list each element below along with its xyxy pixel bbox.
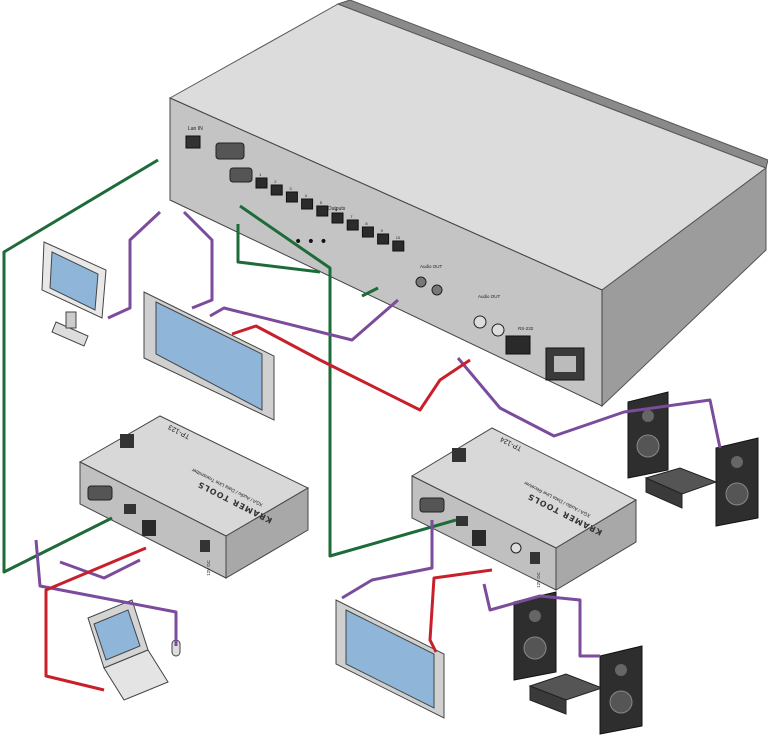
audio-out-label-1: Audio OUT	[420, 264, 443, 269]
lan-output-number: 6	[335, 207, 338, 212]
transmitter-logo	[120, 434, 134, 448]
lan-output-number: 1	[259, 172, 262, 177]
lan-output-port-7[interactable]	[346, 219, 359, 231]
lan-output-number: 8	[365, 221, 368, 226]
green-lan-cable-receiver	[239, 204, 457, 558]
lan-in-port[interactable]	[185, 135, 201, 149]
audio-out-jack-1[interactable]	[415, 276, 427, 288]
laptop-icon	[87, 599, 169, 701]
transmitter-vga-port[interactable]	[87, 485, 113, 501]
lan-in-label: Lan IN	[188, 126, 203, 132]
lan-output-port-5[interactable]	[316, 205, 329, 217]
lan-output-port-2[interactable]	[270, 184, 283, 196]
red-transmitter-laptop	[44, 546, 147, 692]
rs232-terminal[interactable]	[505, 335, 531, 355]
green-arrow-out-1	[236, 224, 321, 274]
lan-outputs: Lan Outputs 1 2 3 4 5 6 7 8 9 10	[255, 172, 405, 252]
main-distribution-unit: Lan IN Lan Outputs 1 2 3 4 5 6 7 8 9 10 Audio OUT…	[168, 0, 768, 408]
power-inlet-socket	[554, 356, 576, 372]
lan-output-number: 9	[381, 228, 384, 233]
green-lan-cable-transmitter	[2, 158, 159, 574]
receiver-lan-port[interactable]	[456, 516, 468, 526]
rs232-label: RS-232	[518, 326, 534, 331]
lan-output-number: 5	[320, 200, 323, 205]
speaker-icon	[627, 391, 669, 479]
purple-vga-cable-panel	[182, 210, 214, 310]
rca-jack-left[interactable]	[473, 315, 487, 329]
transmitter-lan-port[interactable]	[124, 504, 136, 514]
cables	[2, 158, 722, 692]
receiver-unit: TP-124 KRAMER TOOLS XGA / Audio / Data L…	[410, 427, 638, 591]
transmitter-power-jack[interactable]	[200, 540, 210, 552]
lan-output-number: 10	[396, 235, 401, 240]
vga-port-bottom[interactable]	[229, 167, 253, 183]
lan-output-number: 7	[350, 214, 353, 219]
lan-output-number: 3	[289, 186, 292, 191]
purple-transmitter-laptop	[34, 539, 178, 646]
crt-monitor-icon	[41, 241, 107, 347]
transmitter-unit: TP-123 KRAMER TOOLS XGA / Audio / Data L…	[78, 415, 310, 579]
audio-out-jack-2[interactable]	[431, 284, 443, 296]
rca-jack-right[interactable]	[491, 323, 505, 337]
lan-output-port-1[interactable]	[255, 177, 268, 189]
lan-output-port-3[interactable]	[285, 191, 298, 203]
purple-receiver-speakers	[482, 583, 600, 658]
purple-receiver-panel	[341, 520, 434, 600]
transmitter-power: 12V DC	[206, 559, 211, 576]
receiver-power: 12V DC	[536, 571, 541, 588]
main-unit-rack-ear	[336, 0, 768, 169]
receiver-logo	[452, 448, 466, 462]
receiver-power-jack[interactable]	[530, 552, 540, 564]
lan-output-number: 2	[274, 179, 277, 184]
speaker-icon	[715, 437, 759, 527]
lan-output-port-8[interactable]	[361, 226, 374, 238]
more-outputs-dots: • • •	[294, 234, 328, 250]
lan-output-port-6[interactable]	[331, 212, 344, 224]
flat-panel-display-icon	[143, 291, 275, 421]
purple-audio-to-speakers	[456, 357, 722, 449]
lan-output-port-9[interactable]	[377, 233, 390, 245]
vga-port-top[interactable]	[215, 142, 245, 160]
purple-audio-cable-main	[209, 298, 399, 342]
receiver-audio-jack[interactable]	[510, 542, 522, 554]
speaker-icon	[599, 645, 643, 735]
red-receiver-panel	[428, 568, 493, 653]
audio-amplifier-icon	[528, 673, 604, 715]
lan-output-number: 4	[305, 193, 308, 198]
receiver-terminal[interactable]	[472, 530, 486, 546]
purple-transmitter-audio	[59, 558, 141, 580]
flat-panel-display-icon	[335, 599, 445, 719]
lan-output-port-4[interactable]	[301, 198, 314, 210]
green-arrow-out-2	[361, 286, 379, 298]
audio-out-label-2: Audio OUT	[478, 294, 501, 299]
purple-vga-cable-crt	[107, 210, 162, 320]
lan-output-port-10[interactable]	[392, 240, 405, 252]
speaker-icon	[513, 591, 557, 681]
receiver-vga-port[interactable]	[419, 497, 445, 513]
red-audio-main-panel	[231, 324, 471, 412]
transmitter-terminal[interactable]	[142, 520, 156, 536]
lan-outputs-label: Lan Outputs	[318, 206, 346, 212]
audio-amplifier-icon	[644, 467, 718, 509]
